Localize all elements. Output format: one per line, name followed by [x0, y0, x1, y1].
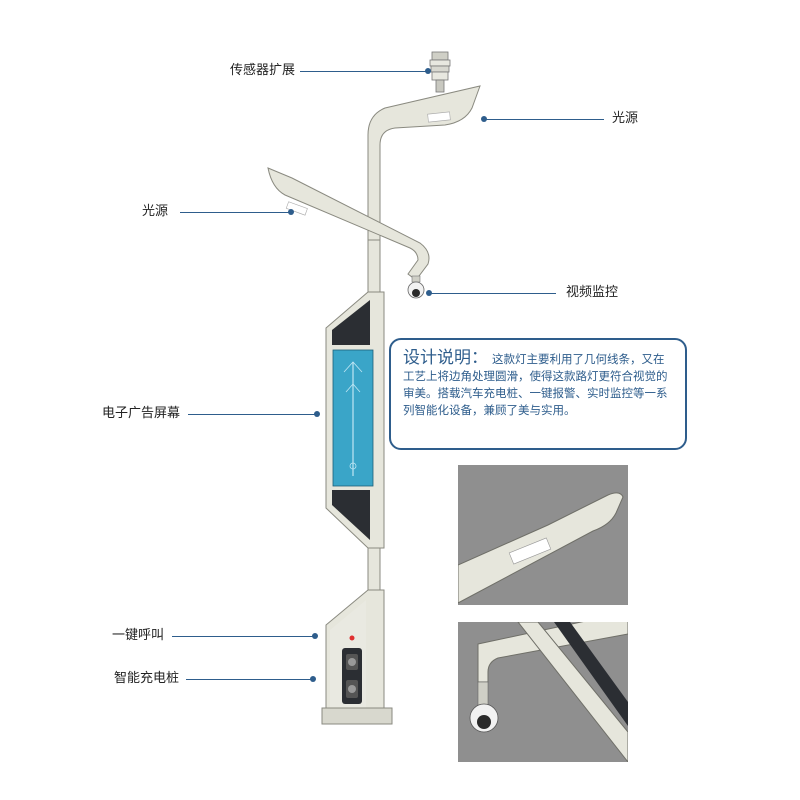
label-light-right: 光源 [612, 111, 639, 126]
detail-camera [458, 622, 628, 762]
label-call: 一键呼叫 [112, 628, 165, 643]
leader-call [172, 636, 314, 637]
leader-dot-charging [310, 676, 316, 682]
leader-dot-video [426, 290, 432, 296]
leader-light-left [180, 212, 290, 213]
camera-icon [407, 275, 425, 299]
call-button-icon [349, 635, 355, 641]
design-description-box: 设计说明：这款灯主要利用了几何线条，又在工艺上将边角处理圆滑，使得这款路灯更符合… [389, 338, 687, 450]
leader-dot-light-left [288, 209, 294, 215]
leader-light-right [486, 119, 604, 120]
leader-dot-call [312, 633, 318, 639]
leader-dot-light-right [481, 116, 487, 122]
leader-charging [186, 679, 312, 680]
leader-dot-sensor [425, 68, 431, 74]
leader-ad-screen [188, 414, 316, 415]
label-video: 视频监控 [566, 285, 619, 300]
label-sensor: 传感器扩展 [230, 63, 296, 78]
label-ad-screen: 电子广告屏幕 [102, 406, 181, 421]
sensor-icon [429, 51, 451, 93]
leader-video [430, 293, 556, 294]
label-charging: 智能充电桩 [114, 671, 180, 686]
leader-sensor [300, 71, 428, 72]
description-body: 这款灯主要利用了几何线条，又在工艺上将边角处理圆滑，使得这款路灯更符合视觉的审美… [403, 352, 668, 417]
detail-light-head [458, 465, 628, 605]
description-title: 设计说明： [403, 348, 488, 368]
leader-dot-ad-screen [314, 411, 320, 417]
label-light-left: 光源 [142, 204, 169, 219]
